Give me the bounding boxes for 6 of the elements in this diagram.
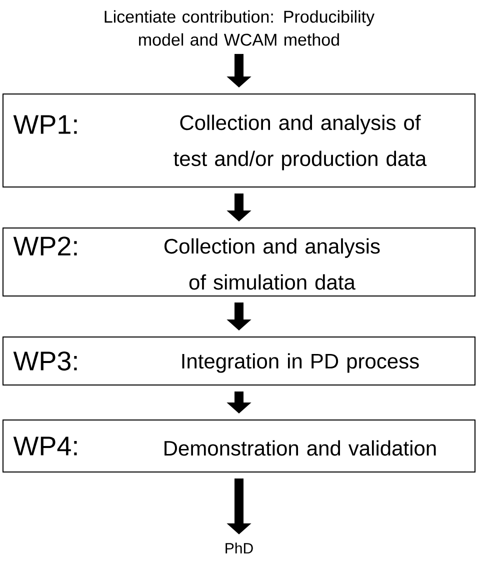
text-label: PhD bbox=[226, 542, 253, 554]
process-box: WP3: Integration in PD process bbox=[2, 336, 476, 386]
process-box: WP4: Demonstration and validation bbox=[2, 420, 476, 472]
text-label: Licentiate contribution: Producibility model and WCAM method bbox=[104, 10, 374, 46]
process-box: WP2: Collection and analysis of simulation data bbox=[2, 228, 476, 296]
process-box: WP1: Collection and analysis of test and/or production data bbox=[2, 94, 476, 188]
